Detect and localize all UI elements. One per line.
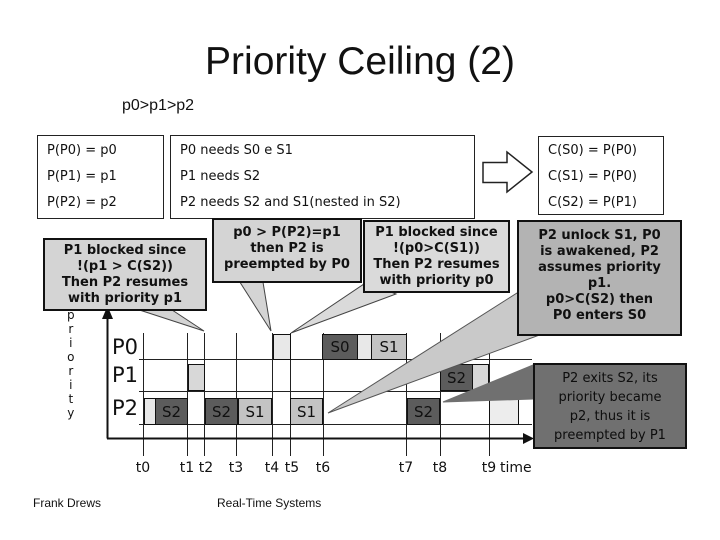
priority-order-text: p0>p1>p2 bbox=[122, 97, 195, 114]
callout-line: Then P2 resumes bbox=[61, 275, 189, 290]
callout-line: preempted by P0 bbox=[224, 257, 350, 272]
gantt-bar: S1 bbox=[238, 398, 272, 425]
tick-label: t4 bbox=[264, 460, 280, 476]
callout-line: p2, thus it is bbox=[569, 409, 651, 424]
tick-label: t1 bbox=[179, 460, 195, 476]
tick-label: t3 bbox=[228, 460, 244, 476]
callout-line: assumes priority bbox=[538, 260, 661, 275]
gantt-bar: S1 bbox=[371, 334, 407, 360]
needs-line: P2 needs S2 and S1(nested in S2) bbox=[180, 195, 401, 210]
gantt-bar: S0 bbox=[322, 334, 358, 360]
needs-line: P0 needs S0 e S1 bbox=[180, 143, 293, 158]
callout-line: P1 blocked since bbox=[375, 225, 498, 240]
callout-p2-preempted-t4: p0 > P(P2)=p1 then P2 is preempted by P0 bbox=[212, 218, 362, 283]
tick-label: t0 bbox=[135, 460, 151, 476]
callout-line: P2 unlock S1, P0 bbox=[538, 228, 661, 243]
row-label-p0: P0 bbox=[112, 335, 139, 359]
ceiling-line: C(S0) = P(P0) bbox=[548, 143, 637, 158]
tick-label: t6 bbox=[315, 460, 331, 476]
callout-line: preempted by P1 bbox=[554, 428, 666, 443]
axis-letter: p bbox=[67, 308, 75, 322]
ceiling-line: C(S2) = P(P1) bbox=[548, 195, 637, 210]
gantt-bar bbox=[273, 334, 291, 360]
callout-line: with priority p1 bbox=[68, 291, 182, 306]
footer-course: Real-Time Systems bbox=[217, 496, 322, 510]
callout-line: P0 enters S0 bbox=[552, 308, 647, 323]
priority-line: P(P0) = p0 bbox=[47, 143, 117, 158]
gantt-bar: S1 bbox=[290, 398, 323, 425]
axis-letter: t bbox=[68, 392, 74, 406]
needs-line: P1 needs S2 bbox=[180, 169, 261, 184]
callout-line: is awakened, P2 bbox=[540, 244, 659, 259]
ceiling-line: C(S1) = P(P0) bbox=[548, 169, 637, 184]
slide-title: Priority Ceiling (2) bbox=[205, 40, 515, 83]
callout-line: !(p0>C(S1)) bbox=[393, 241, 480, 256]
footer-author: Frank Drews bbox=[33, 496, 102, 510]
tick-label: t5 bbox=[284, 460, 300, 476]
tick-label: t2 bbox=[198, 460, 214, 476]
callout-line: p0 > P(P2)=p1 bbox=[233, 225, 341, 240]
gantt-bar bbox=[472, 364, 489, 391]
callout-line: P1 blocked since bbox=[63, 243, 187, 258]
callout-p2-unlock-s1-t6: P2 unlock S1, P0 is awakened, P2 assumes… bbox=[517, 220, 682, 336]
callout-line: !(p1 > C(S2)) bbox=[77, 259, 173, 274]
row-label-p2: P2 bbox=[112, 396, 139, 420]
priority-line: P(P1) = p1 bbox=[47, 169, 117, 184]
priority-line: P(P2) = p2 bbox=[47, 195, 117, 210]
gantt-bar bbox=[357, 334, 372, 360]
callout-line: P2 exits S2, its bbox=[562, 371, 658, 386]
right-arrowhead-icon bbox=[523, 433, 534, 444]
tick-label: t7 bbox=[398, 460, 414, 476]
process-priorities-box: P(P0) = p0 P(P1) = p1 P(P2) = p2 bbox=[37, 135, 164, 219]
gantt-bar: S2 bbox=[440, 364, 473, 391]
row-label-p1: P1 bbox=[112, 363, 139, 387]
callout-p1-blocked-t5: P1 blocked since !(p0>C(S1)) Then P2 res… bbox=[363, 220, 510, 293]
gantt-bar: S2 bbox=[407, 398, 440, 425]
callout-line: priority became bbox=[558, 390, 662, 405]
priority-axis-label: p r i o r i t y bbox=[67, 308, 75, 420]
up-arrowhead-icon bbox=[102, 306, 113, 319]
callout-line: p0>C(S2) then bbox=[545, 292, 654, 307]
axis-letter: r bbox=[68, 322, 74, 336]
axis-letter: o bbox=[67, 350, 75, 364]
gantt-bar bbox=[489, 398, 519, 425]
time-axis-label: time bbox=[500, 460, 532, 476]
tick-label: t9 bbox=[481, 460, 497, 476]
callout-line: p1. bbox=[587, 276, 612, 291]
tick-label: t8 bbox=[432, 460, 448, 476]
ceilings-box: C(S0) = P(P0) C(S1) = P(P0) C(S2) = P(P1… bbox=[538, 136, 664, 215]
callout-line: with priority p0 bbox=[379, 273, 494, 288]
axis-letter: y bbox=[67, 406, 75, 420]
gantt-bar bbox=[188, 364, 205, 391]
axis-letter: r bbox=[68, 364, 74, 378]
axis-letter: i bbox=[69, 336, 73, 350]
gantt-bar: S2 bbox=[205, 398, 238, 425]
callout-p2-exits-s2-t8: P2 exits S2, its priority became p2, thu… bbox=[533, 363, 687, 449]
resource-needs-box: P0 needs S0 e S1 P1 needs S2 P2 needs S2… bbox=[170, 135, 475, 219]
callout-p1-blocked-t2: P1 blocked since !(p1 > C(S2)) Then P2 r… bbox=[43, 238, 207, 311]
callout-line: Then P2 resumes bbox=[373, 257, 500, 272]
axis-letter: i bbox=[69, 378, 73, 392]
gantt-bar: S2 bbox=[155, 398, 188, 425]
callout-line: then P2 is bbox=[250, 241, 324, 256]
